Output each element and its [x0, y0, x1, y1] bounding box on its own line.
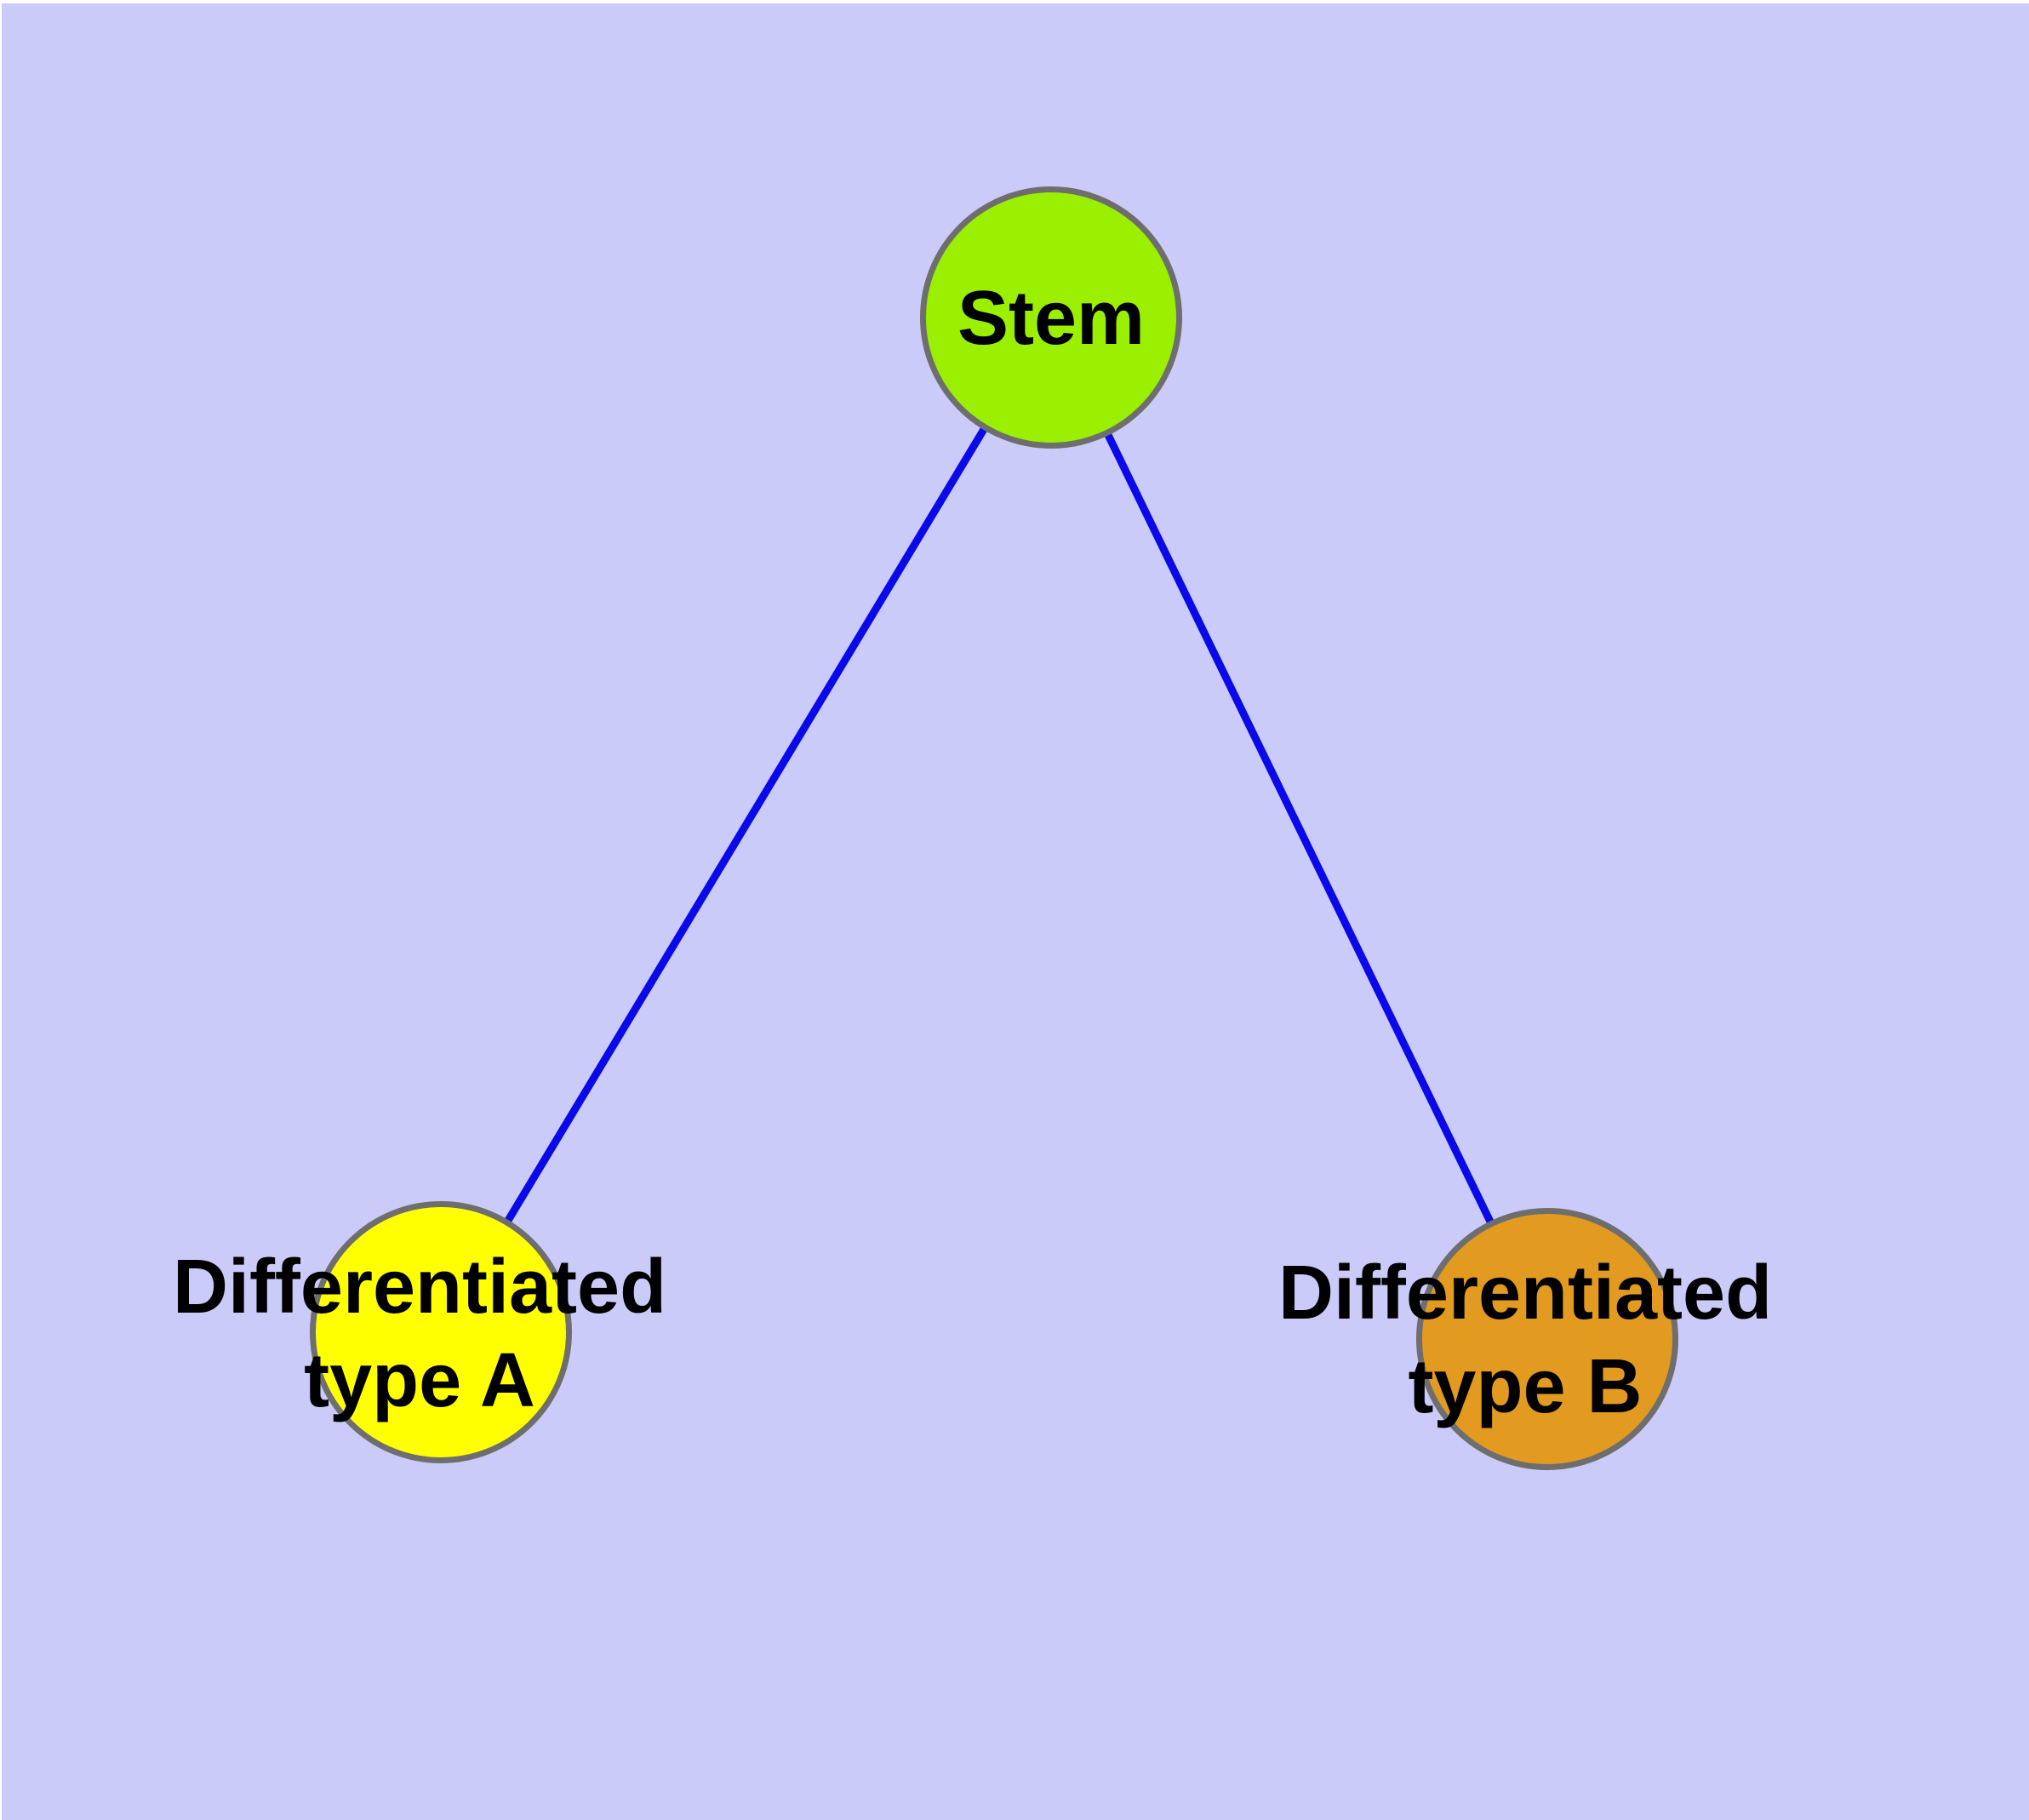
node-differentiated-type-a-label: Differentiated type A	[172, 1245, 667, 1423]
node-differentiated-type-b	[1416, 1208, 1678, 1470]
node-differentiated-type-a	[310, 1201, 572, 1463]
edge-stem-to-type-a	[437, 315, 1055, 1335]
edge-stem-to-type-b	[1047, 316, 1552, 1341]
node-stem-label: Stem	[957, 276, 1146, 361]
node-stem	[920, 186, 1182, 449]
node-differentiated-type-b-label: Differentiated type B	[1277, 1251, 1773, 1429]
